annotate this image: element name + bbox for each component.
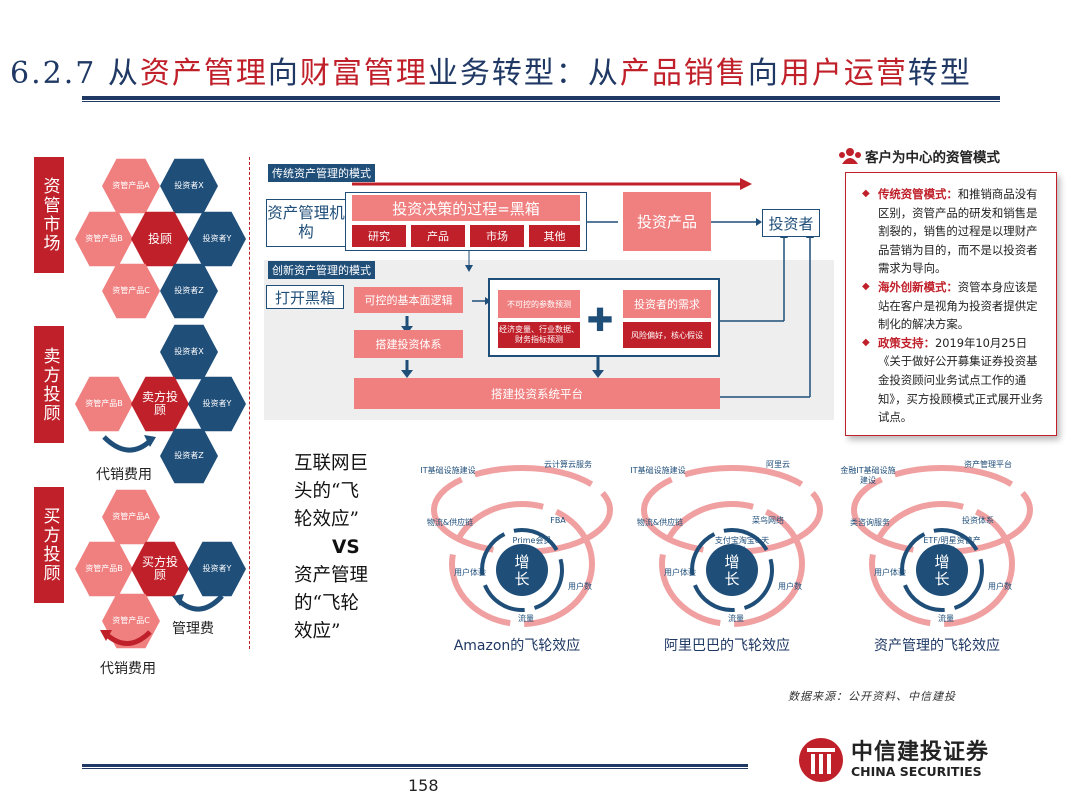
fee-label: 代销费用 (100, 661, 156, 677)
flywheel-node-label: FBA (550, 516, 566, 525)
flywheel-node-label: 用户数 (988, 582, 1012, 591)
hex-investor-x: 投资者X (160, 158, 218, 214)
hex-investor-y: 投资者Y (188, 211, 246, 267)
flywheel-node-label: 金融IT基础设施建设 (840, 466, 896, 485)
plus-icon: ✚ (586, 301, 614, 339)
hex-product-c: 资管产品C (102, 263, 160, 319)
flywheel-node-label: 用户体验 (874, 568, 906, 577)
flywheel-node-label: 资产管理平台 (964, 460, 1012, 469)
fee-label: 管理费 (172, 621, 214, 637)
flywheel-headline: 互联网巨 头的“飞 轮效应” VS 资产管理 的“飞轮 效应” (294, 453, 369, 642)
flywheel-caption: 阿里巴巴的飞轮效应 (664, 638, 790, 654)
uncontrollable-sub: 经济变量、行业数据、财务指标预测 (498, 322, 580, 348)
flywheel-node-label: 菜鸟网络 (752, 516, 784, 525)
hex-advisor: 投顾 (131, 211, 189, 267)
page-title: 6.2.7 从资产管理向财富管理业务转型：从产品销售向用户运营转型 (10, 56, 972, 91)
open-blackbox: 打开黑箱 (266, 285, 344, 309)
flywheel-graphic (431, 465, 613, 627)
hex-buy-side-advisor: 买方投顾 (131, 541, 189, 597)
citic-logo-icon (799, 738, 843, 782)
build-platform: 搭建投资系统平台 (354, 378, 720, 409)
flywheel-node-label: 用户体验 (664, 568, 696, 577)
flywheel-node-label: 物流&供应链 (636, 518, 684, 527)
panel-header: 客户为中心的资管模式 (838, 146, 1000, 166)
page-number: 158 (408, 776, 439, 795)
label-buy-side: 买方投顾 (34, 487, 64, 603)
panel-header-text: 客户为中心的资管模式 (865, 150, 1000, 166)
hex-investor-y: 投资者Y (188, 541, 246, 597)
investment-product: 投资产品 (623, 192, 711, 251)
flywheel-node-label: 物流&供应链 (426, 518, 474, 527)
investor: 投资者 (762, 209, 820, 237)
blackbox-title: 投资决策的过程=黑箱 (352, 195, 580, 221)
right-panel: 传统资管模式：和推销商品没有区别，资管产品的研发和销售是割裂的，销售的过程是以理… (845, 172, 1057, 436)
data-source: 数据来源：公开资料、中信建投 (788, 690, 956, 703)
flywheel-center: 增长 (934, 553, 950, 588)
flywheel-node-label: 流量 (938, 614, 954, 623)
investor-needs: 投资者的需求 (623, 290, 711, 318)
footer-rule (82, 764, 748, 767)
flywheel-graphic (851, 465, 1033, 627)
hex-product-b: 资管产品B (75, 376, 133, 432)
flywheel-node-label: 类咨询服务 (850, 518, 890, 527)
investor-needs-sub: 风险偏好，核心假设 (623, 322, 711, 348)
curved-arrow-icon (100, 630, 152, 646)
asset-management-institution: 资产管理机构 (266, 199, 346, 247)
flywheel-node-label: 阿里云 (766, 460, 790, 469)
controllable-logic: 可控的基本面逻辑 (354, 287, 463, 313)
flywheel-node-label: 用户数 (778, 582, 802, 591)
flywheel-graphic (641, 465, 823, 627)
flywheel-node-label: Prime会员 (512, 536, 552, 545)
hex-investor-y: 投资者Y (188, 376, 246, 432)
footer-rule-thin (82, 768, 748, 769)
build-investment-system: 搭建投资体系 (354, 330, 463, 358)
hex-product-a: 资管产品A (102, 489, 160, 545)
sub-product: 产品 (411, 225, 465, 247)
label-sell-side: 卖方投顾 (34, 326, 64, 443)
traditional-tag: 传统资产管理的模式 (268, 164, 375, 182)
logo-cn: 中信建投证券 (851, 740, 990, 765)
panel-item: 传统资管模式：和推销商品没有区别，资管产品的研发和销售是割裂的，销售的过程是以理… (856, 185, 1046, 278)
flywheel-node-label: ETF/明星资管产品 (923, 536, 981, 555)
flywheel-node-label: 云计算云服务 (544, 460, 592, 469)
flywheel-node-label: 用户数 (568, 582, 592, 591)
innovative-tag: 创新资产管理的模式 (268, 261, 375, 279)
sub-research: 研究 (352, 225, 406, 247)
company-logo: 中信建投证券 CHINA SECURITIES (797, 736, 989, 784)
flywheel-node-label: IT基础设施建设 (630, 466, 686, 475)
sub-market: 市场 (470, 225, 524, 247)
flywheel-node-label: 用户体验 (454, 568, 486, 577)
flywheel-center: 增长 (514, 553, 530, 588)
uncontrollable-prediction: 不可控的参数预测 (498, 290, 580, 318)
title-rule-thin (82, 101, 1000, 102)
curved-arrow-icon (172, 594, 224, 612)
hex-sell-side-advisor: 卖方投顾 (131, 376, 189, 432)
hex-product-b: 资管产品B (75, 211, 133, 267)
hex-investor-z: 投资者Z (160, 263, 218, 319)
title-rule (82, 96, 1000, 100)
flywheel-node-label: 流量 (728, 614, 744, 623)
hex-product-b: 资管产品B (75, 541, 133, 597)
people-icon (839, 148, 861, 164)
sub-other: 其他 (529, 225, 580, 247)
flywheel-node-label: 投资体系 (962, 516, 994, 525)
hex-product-a: 资管产品A (102, 158, 160, 214)
flywheel-node-label: 流量 (518, 614, 534, 623)
panel-item: 政策支持：2019年10月25日《关于做好公开募集证券投资基金投资顾问业务试点工… (856, 334, 1046, 427)
vertical-divider (249, 157, 250, 649)
hex-investor-x: 投资者X (160, 324, 218, 380)
fee-label: 代销费用 (96, 467, 152, 483)
flywheel-node-label: 支付宝淘宝&天猫 (714, 536, 770, 555)
label-asset-market: 资管市场 (34, 157, 64, 273)
flywheel-center: 增长 (724, 553, 740, 588)
curved-arrow-icon (102, 435, 156, 453)
flywheel-caption: Amazon的飞轮效应 (453, 638, 581, 654)
panel-item: 海外创新模式：资管本身应该是站在客户是视角为投资者提供定制化的解决方案。 (856, 278, 1046, 334)
hex-investor-z: 投资者Z (160, 428, 218, 484)
flywheel-caption: 资产管理的飞轮效应 (874, 638, 1000, 654)
logo-en: CHINA SECURITIES (851, 764, 982, 779)
flywheel-node-label: IT基础设施建设 (420, 466, 476, 475)
